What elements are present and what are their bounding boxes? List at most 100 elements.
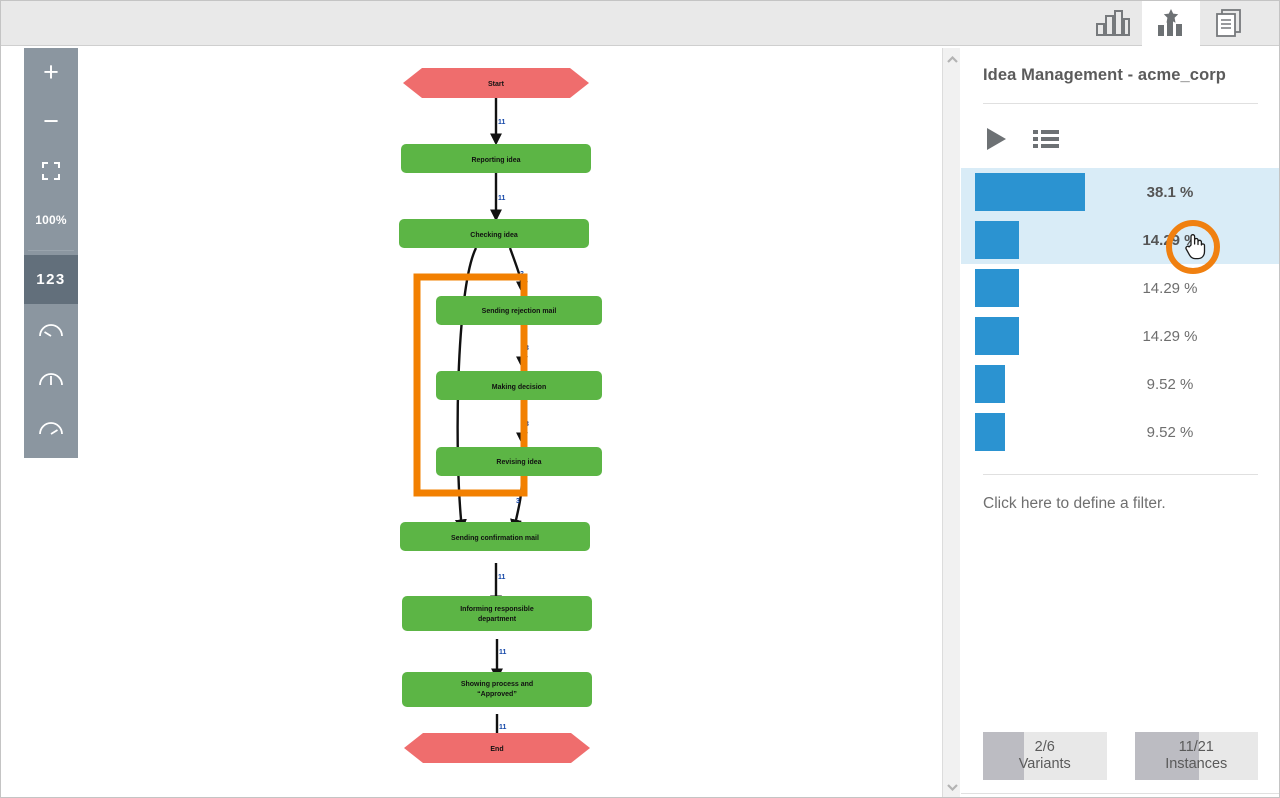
svg-text:11: 11 xyxy=(498,574,506,581)
variant-percentage: 14.29 % xyxy=(1142,231,1198,249)
fit-screen-icon xyxy=(42,161,60,180)
stat-value: 11/21 xyxy=(1178,738,1214,755)
node-label: Informing responsible xyxy=(460,606,534,613)
variant-row[interactable]: 14.29 % xyxy=(961,216,1280,264)
variant-percentage: 9.52 % xyxy=(1146,423,1194,441)
variant-percentage: 14.29 % xyxy=(1142,279,1198,297)
node-showing-process-approved[interactable]: Showing process and “Approved” xyxy=(402,672,592,707)
diagram-canvas[interactable]: 11 11 3 8 3 3 3 11 11 11 xyxy=(24,48,960,798)
node-start[interactable]: Start xyxy=(403,68,589,98)
gauge-up-icon xyxy=(39,372,63,385)
node-informing-responsible-department[interactable]: Informing responsible department xyxy=(402,596,592,631)
zoom-level-button[interactable]: 100% xyxy=(24,195,78,244)
variant-bar-wrap xyxy=(975,413,1105,451)
node-sending-confirmation-mail[interactable]: Sending confirmation mail xyxy=(400,522,590,551)
svg-text:11: 11 xyxy=(499,649,507,656)
top-toolbar xyxy=(0,0,1280,46)
show-numbers-button[interactable]: 123 xyxy=(24,255,78,304)
node-label: Reporting idea xyxy=(471,157,520,164)
variants-divider xyxy=(983,474,1258,475)
bar-chart-star-icon xyxy=(1158,9,1182,36)
variant-bar-wrap xyxy=(975,269,1105,307)
numbers-label: 123 xyxy=(36,271,66,288)
node-label: Revising idea xyxy=(496,459,541,466)
node-end[interactable]: End xyxy=(404,733,590,763)
variant-bar xyxy=(975,269,1019,307)
stat-unit: Variants xyxy=(1018,756,1071,772)
tab-variant-explorer[interactable] xyxy=(1142,0,1200,46)
tab-case-documents[interactable] xyxy=(1200,0,1258,46)
list-button[interactable] xyxy=(1033,128,1059,150)
variant-bar xyxy=(975,221,1019,259)
page-title: Idea Management - acme_corp xyxy=(983,66,1226,84)
edge-group xyxy=(454,98,528,756)
variant-percentage: 38.1 % xyxy=(1146,183,1194,201)
scroll-down-button[interactable] xyxy=(943,778,961,796)
variant-bar xyxy=(975,413,1005,451)
variant-row[interactable]: 9.52 % xyxy=(961,408,1280,456)
node-label: Sending confirmation mail xyxy=(451,535,539,542)
tab-bar xyxy=(1084,0,1258,46)
scroll-up-button[interactable] xyxy=(943,50,961,68)
panel-bottom-divider xyxy=(961,793,1280,794)
chevron-up-icon xyxy=(946,55,958,63)
gauge-low-button[interactable] xyxy=(24,304,78,353)
variant-bar-wrap xyxy=(975,317,1105,355)
variant-percentage: 14.29 % xyxy=(1142,327,1198,345)
play-button[interactable] xyxy=(983,126,1009,152)
node-reporting-idea[interactable]: Reporting idea xyxy=(401,144,591,173)
stat-value: 2/6 xyxy=(1034,738,1055,755)
variant-bar-wrap xyxy=(975,365,1105,403)
variant-row[interactable]: 38.1 % xyxy=(961,168,1280,216)
variant-list: 38.1 % 14.29 % 14.29 % 14.29 % 9.52 % 9.52 % xyxy=(961,168,1280,456)
node-making-decision[interactable]: Making decision xyxy=(436,371,602,400)
bar-chart-outline-icon xyxy=(1096,10,1130,36)
svg-text:3: 3 xyxy=(516,498,520,505)
panel-action-bar xyxy=(983,118,1258,160)
fit-to-screen-button[interactable] xyxy=(24,146,78,195)
stat-unit: Instances xyxy=(1165,756,1228,772)
svg-text:11: 11 xyxy=(499,724,507,731)
variant-bar-wrap xyxy=(975,173,1105,211)
list-icon xyxy=(1033,130,1059,148)
chevron-down-icon xyxy=(946,783,958,791)
stat-progress-fill xyxy=(983,732,1024,780)
tab-process-overview[interactable] xyxy=(1084,0,1142,46)
node-revising-idea[interactable]: Revising idea xyxy=(436,447,602,476)
node-label: Start xyxy=(488,81,505,88)
gauge-right-icon xyxy=(39,421,63,435)
gauge-mid-button[interactable] xyxy=(24,353,78,402)
node-label: Checking idea xyxy=(470,232,518,239)
process-flow-svg: 11 11 3 8 3 3 3 11 11 11 xyxy=(399,68,602,763)
variant-row[interactable]: 14.29 % xyxy=(961,264,1280,312)
variant-bar-wrap xyxy=(975,221,1105,259)
variant-row[interactable]: 14.29 % xyxy=(961,312,1280,360)
toolbar-divider xyxy=(28,250,74,251)
variant-bar xyxy=(975,317,1019,355)
svg-text:11: 11 xyxy=(498,195,506,202)
gauge-high-button[interactable] xyxy=(24,402,78,451)
zoom-in-button[interactable]: + xyxy=(24,48,78,97)
node-sending-rejection-mail[interactable]: Sending rejection mail xyxy=(436,296,602,325)
process-diagram: 11 11 3 8 3 3 3 11 11 11 xyxy=(24,48,882,798)
documents-icon xyxy=(1216,9,1241,37)
zoom-out-button[interactable]: − xyxy=(24,97,78,146)
canvas-vertical-scrollbar[interactable] xyxy=(942,48,960,798)
node-label: Sending rejection mail xyxy=(482,308,557,315)
variant-row[interactable]: 9.52 % xyxy=(961,360,1280,408)
variant-panel: Idea Management - acme_corp 38.1 %14.2 xyxy=(961,46,1280,798)
zoom-level-label: 100% xyxy=(35,212,67,227)
plus-icon: + xyxy=(43,57,59,87)
node-label-2: department xyxy=(478,616,517,623)
stat-progress-fill xyxy=(1134,732,1199,780)
svg-text:11: 11 xyxy=(498,119,506,126)
filter-hint[interactable]: Click here to define a filter. xyxy=(983,495,1166,512)
node-label: Showing process and xyxy=(461,681,533,688)
node-checking-idea[interactable]: Checking idea xyxy=(399,219,589,248)
node-label-2: “Approved” xyxy=(477,691,517,698)
